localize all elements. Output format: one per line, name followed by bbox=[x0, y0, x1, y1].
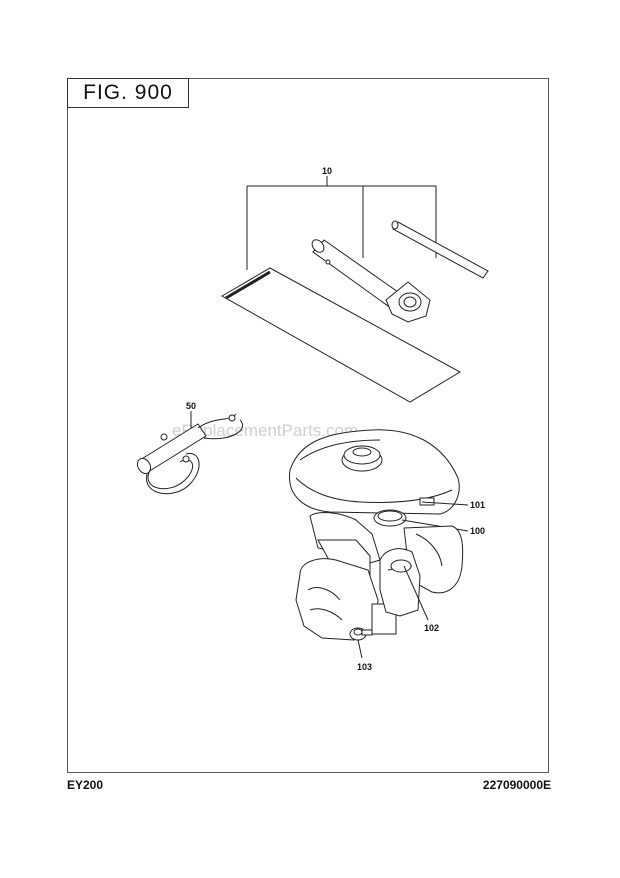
callout-50: 50 bbox=[186, 401, 196, 411]
plug-cord-assembly bbox=[136, 413, 243, 495]
model-number: EY200 bbox=[67, 778, 104, 792]
callout-103: 103 bbox=[357, 662, 372, 672]
part-number: 227090000E bbox=[482, 778, 551, 792]
diagram-frame bbox=[67, 78, 549, 773]
fuel-tank bbox=[288, 429, 460, 515]
manual-sheet bbox=[220, 267, 462, 403]
callout-100: 100 bbox=[470, 526, 485, 536]
tommy-bar bbox=[391, 220, 489, 279]
hose-clamp bbox=[349, 627, 373, 641]
callout-101: 101 bbox=[470, 500, 485, 510]
callout-10: 10 bbox=[322, 166, 332, 176]
callout-102: 102 bbox=[424, 623, 439, 633]
engine-body bbox=[295, 512, 464, 641]
spark-plug-wrench bbox=[311, 239, 431, 323]
figure-label: FIG. 900 bbox=[67, 78, 189, 108]
watermark: eReplacementParts.com bbox=[172, 421, 358, 440]
tank-strainer bbox=[373, 509, 407, 527]
